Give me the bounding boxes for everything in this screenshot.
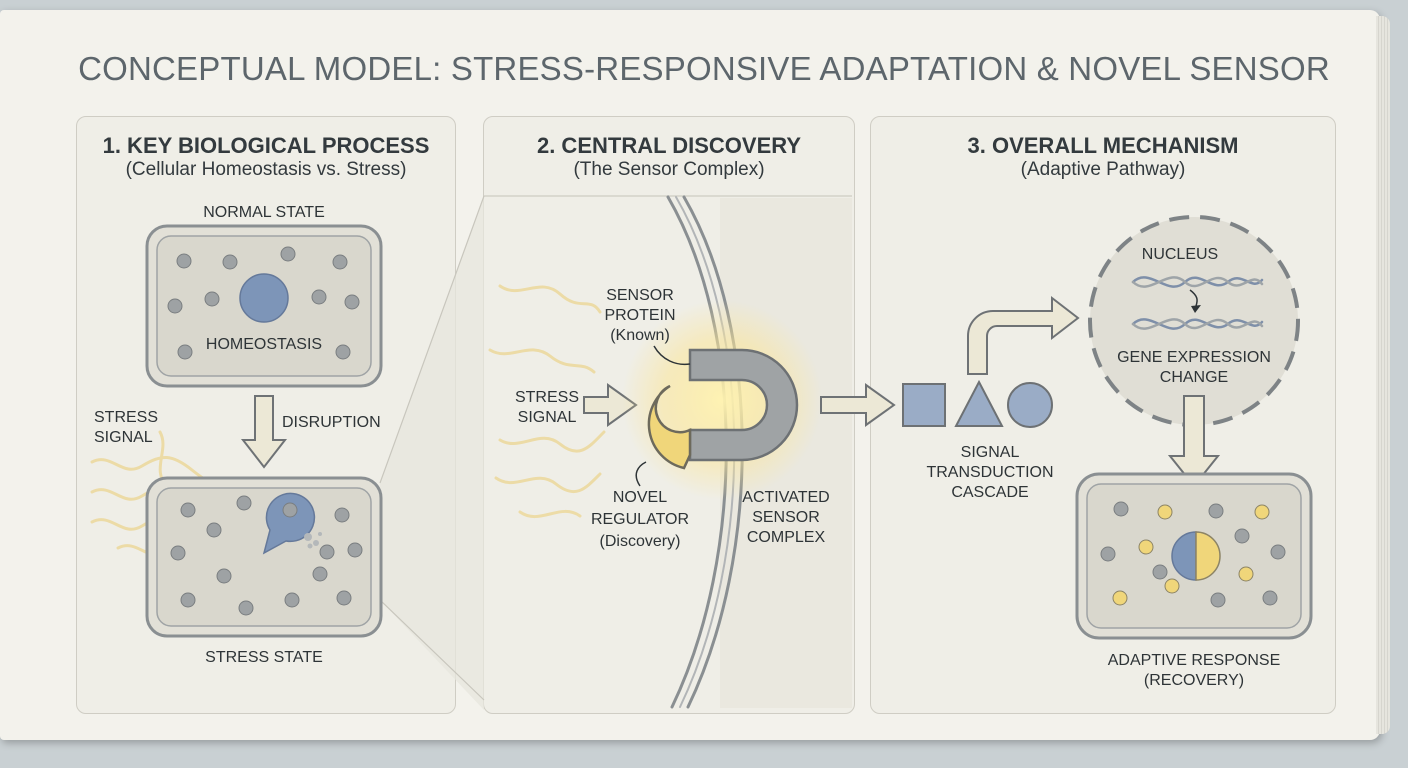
cascade-square [902, 383, 946, 427]
stress-cell [145, 476, 383, 638]
activated-complex-line2: SENSOR [752, 509, 820, 526]
homeostasis-label: HOMEOSTASIS [206, 336, 322, 353]
signal-transduction-line2: TRANSDUCTION [926, 464, 1053, 481]
gene-expression-line1: GENE EXPRESSION [1117, 349, 1271, 366]
stress-state-label: STRESS STATE [205, 649, 323, 666]
expression-change-arrow [1189, 289, 1198, 307]
zoom-funnel [380, 196, 484, 710]
novel-regulator-line3: (Discovery) [600, 533, 681, 550]
novel-regulator-line2: REGULATOR [591, 511, 689, 528]
stress-waves-2 [488, 284, 606, 519]
sensor-protein-shape [688, 348, 799, 462]
nucleus-to-response-arrow [1167, 395, 1221, 488]
normal-cell [145, 224, 383, 388]
adapted-yellow-dots [1112, 504, 1270, 606]
adaptive-response-line1: ADAPTIVE RESPONSE [1108, 652, 1281, 669]
panel-1-heading: 1. KEY BIOLOGICAL PROCESS [102, 133, 430, 158]
cascade-triangle [954, 379, 1004, 427]
sensor-protein-line3: (Known) [610, 327, 670, 344]
cascade-to-nucleus-arrow [967, 295, 1080, 375]
panel-2-heading: 2. CENTRAL DISCOVERY [536, 133, 802, 158]
activated-complex-line1: ACTIVATED [742, 489, 829, 506]
disruption-label: DISRUPTION [282, 414, 381, 431]
normal-state-label: NORMAL STATE [203, 204, 325, 221]
nucleus-fragments [304, 532, 322, 549]
adapted-nucleus-yellow [1195, 531, 1221, 581]
panel-3-subheading: (Adaptive Pathway) [1020, 159, 1186, 180]
sensor-protein-line2: PROTEIN [604, 307, 675, 324]
gene-expression-line2: CHANGE [1160, 369, 1228, 386]
cell-nucleus [239, 273, 289, 323]
stress-signal-1-line2: SIGNAL [94, 429, 153, 446]
panel-3-heading: 3. OVERALL MECHANISM [967, 133, 1239, 158]
zoom-line-top [379, 195, 485, 484]
signal-transduction-line3: CASCADE [951, 484, 1028, 501]
adapted-gray-dots [1100, 501, 1286, 608]
complex-to-cascade-arrow [820, 383, 896, 427]
panel-2-subheading: (The Sensor Complex) [573, 159, 765, 180]
disruption-arrow [240, 395, 288, 469]
book-page-edge [1376, 16, 1390, 734]
stress-organelle-dots [170, 495, 363, 616]
signal-transduction-line1: SIGNAL [961, 444, 1020, 461]
dna-strands [1131, 276, 1264, 330]
novel-regulator-line1: NOVEL [613, 489, 667, 506]
adapted-cell [1075, 472, 1313, 640]
sensor-protein-line1: SENSOR [606, 287, 674, 304]
novel-regulator-leader [635, 461, 647, 487]
activated-complex-line3: COMPLEX [747, 529, 826, 546]
stress-signal-2-line1: STRESS [515, 389, 579, 406]
adaptive-response-line2: (RECOVERY) [1144, 672, 1244, 689]
signal-cascade-shapes [902, 379, 1053, 428]
stress-input-arrow [583, 383, 638, 427]
zoom-line-bottom [379, 599, 485, 701]
damaged-nucleus [262, 492, 316, 555]
diagram-title: CONCEPTUAL MODEL: STRESS-RESPONSIVE ADAP… [78, 50, 1330, 87]
organelle-dots [167, 246, 360, 360]
adapted-nucleus-blue [1171, 531, 1197, 581]
sensor-protein-leader [653, 345, 691, 366]
stress-signal-1-line1: STRESS [94, 409, 158, 426]
stress-signal-2-line2: SIGNAL [518, 409, 577, 426]
panel-1-subheading: (Cellular Homeostasis vs. Stress) [125, 159, 407, 180]
expression-change-arrowhead [1191, 305, 1201, 313]
novel-regulator-shape [647, 384, 692, 470]
cascade-circle [1007, 382, 1053, 428]
nucleus-label: NUCLEUS [1142, 246, 1218, 263]
